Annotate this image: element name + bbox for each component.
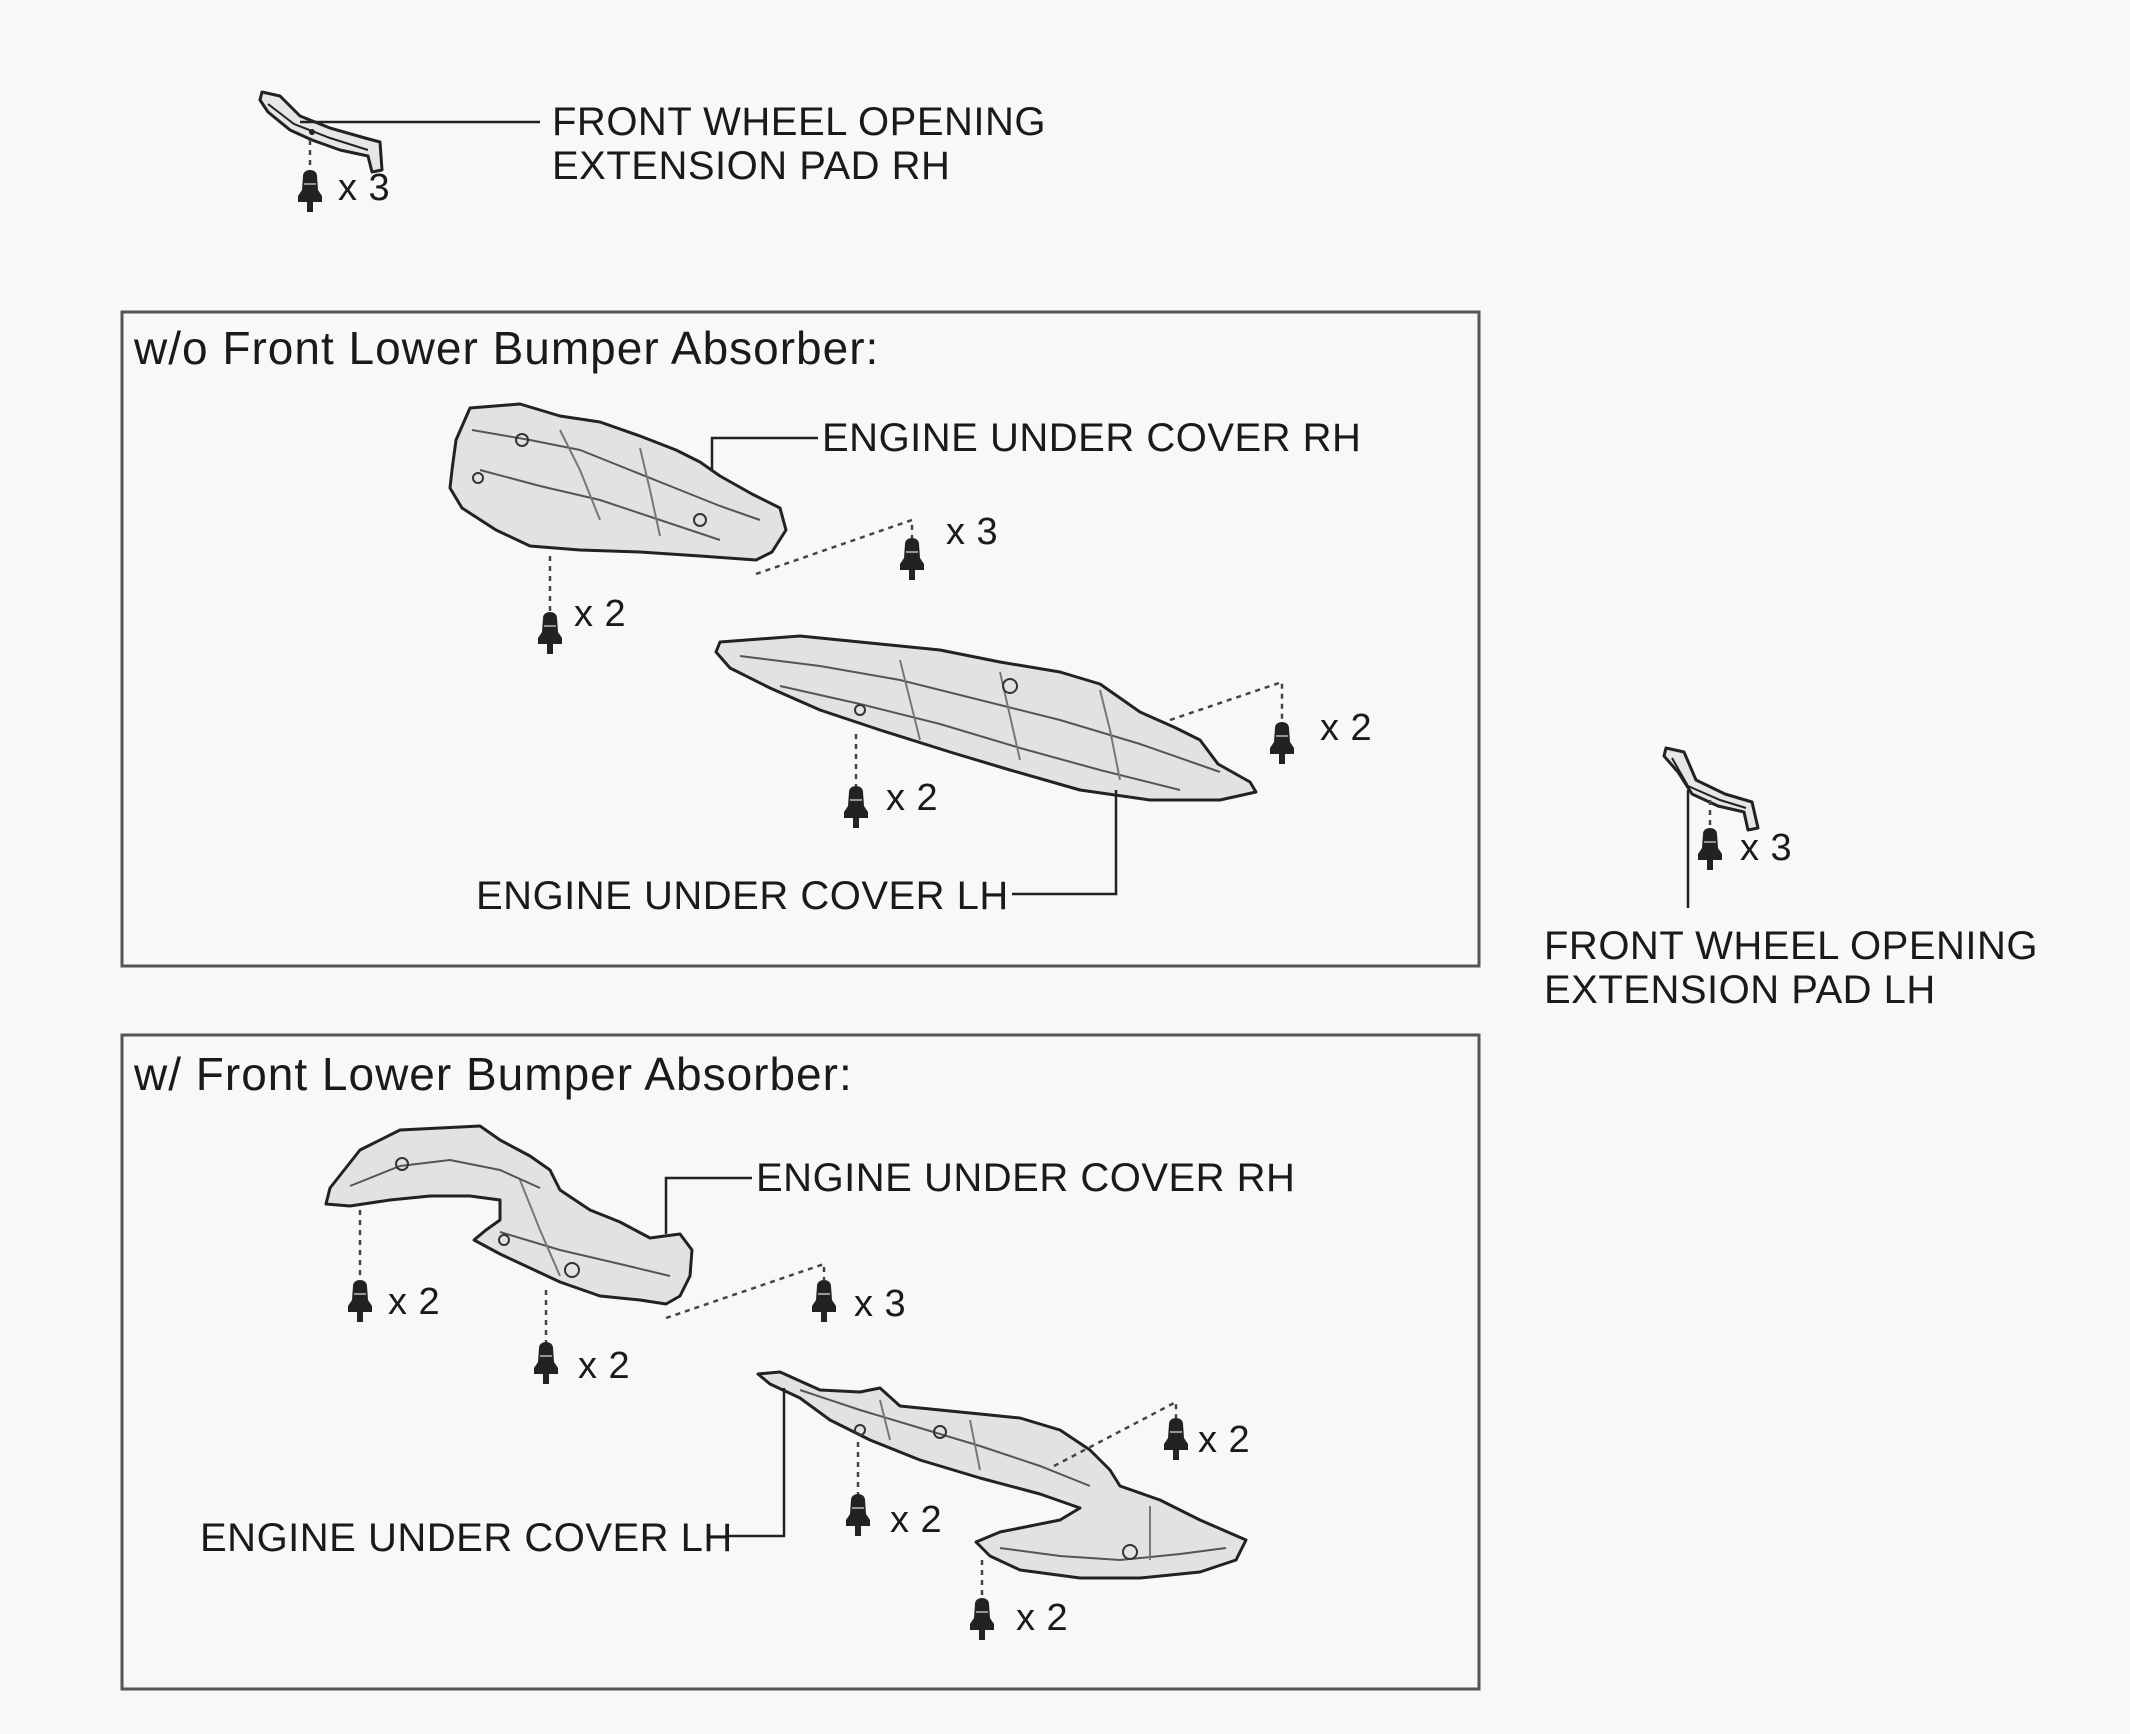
- cover-rh-label: ENGINE UNDER COVER RH: [756, 1156, 1296, 1200]
- quantity-label: x 3: [338, 167, 391, 209]
- cover-lh-label: ENGINE UNDER COVER LH: [200, 1516, 733, 1560]
- quantity-label: x 2: [890, 1499, 943, 1541]
- clip-icon: [969, 1597, 995, 1641]
- quantity-label: x 2: [388, 1281, 441, 1323]
- extension-pad-lh-label-line1: FRONT WHEEL OPENING: [1544, 924, 2038, 968]
- clip-icon: [843, 785, 869, 829]
- clip-icon: [845, 1493, 871, 1537]
- clip-icon: [899, 537, 925, 581]
- quantity-label: x 2: [1320, 707, 1373, 749]
- leader-line: [1012, 790, 1118, 896]
- dash-line: [755, 518, 914, 576]
- quantity-label: x 2: [574, 593, 627, 635]
- cover-lh-label: ENGINE UNDER COVER LH: [476, 874, 1009, 918]
- clip-icon: [1269, 721, 1295, 765]
- extension-pad-lh-label-line2: EXTENSION PAD LH: [1544, 968, 1936, 1012]
- clip-icon: [297, 169, 323, 213]
- extension-pad-rh-part: [258, 90, 384, 174]
- quantity-label: x 3: [946, 511, 999, 553]
- quantity-label: x 2: [1198, 1419, 1251, 1461]
- clip-icon: [1697, 827, 1723, 871]
- leader-line: [728, 1388, 786, 1538]
- panel-with-frame: [120, 1033, 1481, 1691]
- extension-pad-rh-label-line2: EXTENSION PAD RH: [552, 144, 951, 188]
- engine-under-cover-lh-part: [714, 634, 1258, 802]
- quantity-label: x 2: [1016, 1597, 1069, 1639]
- clip-icon: [537, 611, 563, 655]
- extension-pad-rh-label-line1: FRONT WHEEL OPENING: [552, 100, 1046, 144]
- clip-icon: [347, 1279, 373, 1323]
- extension-pad-lh-part: [1662, 746, 1760, 832]
- dash-line: [1053, 1399, 1178, 1468]
- quantity-label: x 2: [886, 777, 939, 819]
- dash-line: [1169, 680, 1284, 730]
- leader-line: [710, 436, 818, 470]
- quantity-label: x 3: [854, 1283, 907, 1325]
- engine-under-cover-rh-part: [324, 1124, 694, 1306]
- clip-icon: [811, 1279, 837, 1323]
- clip-icon: [1163, 1417, 1189, 1461]
- quantity-label: x 2: [578, 1345, 631, 1387]
- quantity-label: x 3: [1740, 827, 1793, 869]
- leader-line: [664, 1176, 752, 1234]
- panel-without-title: w/o Front Lower Bumper Absorber:: [134, 322, 880, 374]
- cover-rh-label: ENGINE UNDER COVER RH: [822, 416, 1362, 460]
- panel-with-title: w/ Front Lower Bumper Absorber:: [134, 1048, 853, 1100]
- panel-without-frame: [120, 310, 1481, 968]
- engine-under-cover-lh-part: [756, 1370, 1248, 1580]
- clip-icon: [533, 1341, 559, 1385]
- engine-under-cover-rh-part: [448, 402, 788, 562]
